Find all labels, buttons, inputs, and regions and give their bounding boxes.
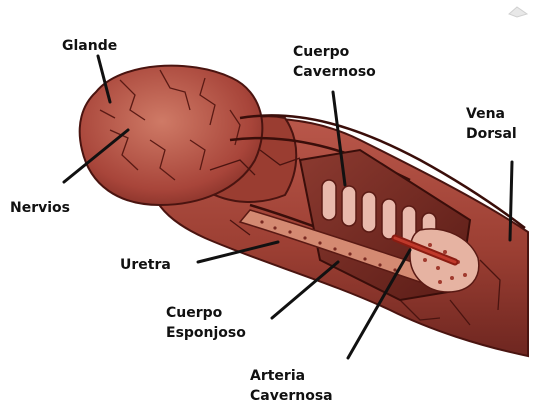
label-nervios: Nervios bbox=[10, 198, 70, 218]
label-vena-dorsal-line1: Vena bbox=[466, 104, 517, 124]
label-cuerpo-cavernoso-line2: Cavernoso bbox=[293, 62, 376, 82]
label-cuerpo-esponjoso: Cuerpo Esponjoso bbox=[166, 303, 246, 343]
leader-vena-dorsal bbox=[510, 162, 512, 240]
label-uretra: Uretra bbox=[120, 255, 171, 275]
label-cuerpo-esponjoso-line1: Cuerpo bbox=[166, 303, 246, 323]
label-arteria-cavernosa-line2: Cavernosa bbox=[250, 386, 333, 406]
label-cuerpo-esponjoso-line2: Esponjoso bbox=[166, 323, 246, 343]
label-glande: Glande bbox=[62, 36, 117, 56]
label-arteria-cavernosa: Arteria Cavernosa bbox=[250, 366, 333, 406]
label-glande-text: Glande bbox=[62, 36, 117, 56]
label-nervios-text: Nervios bbox=[10, 198, 70, 218]
label-cuerpo-cavernoso-line1: Cuerpo bbox=[293, 42, 376, 62]
label-uretra-text: Uretra bbox=[120, 255, 171, 275]
label-vena-dorsal-line2: Dorsal bbox=[466, 124, 517, 144]
label-arteria-cavernosa-line1: Arteria bbox=[250, 366, 333, 386]
label-cuerpo-cavernoso: Cuerpo Cavernoso bbox=[293, 42, 376, 82]
corner-mark-icon bbox=[507, 4, 529, 18]
label-vena-dorsal: Vena Dorsal bbox=[466, 104, 517, 144]
